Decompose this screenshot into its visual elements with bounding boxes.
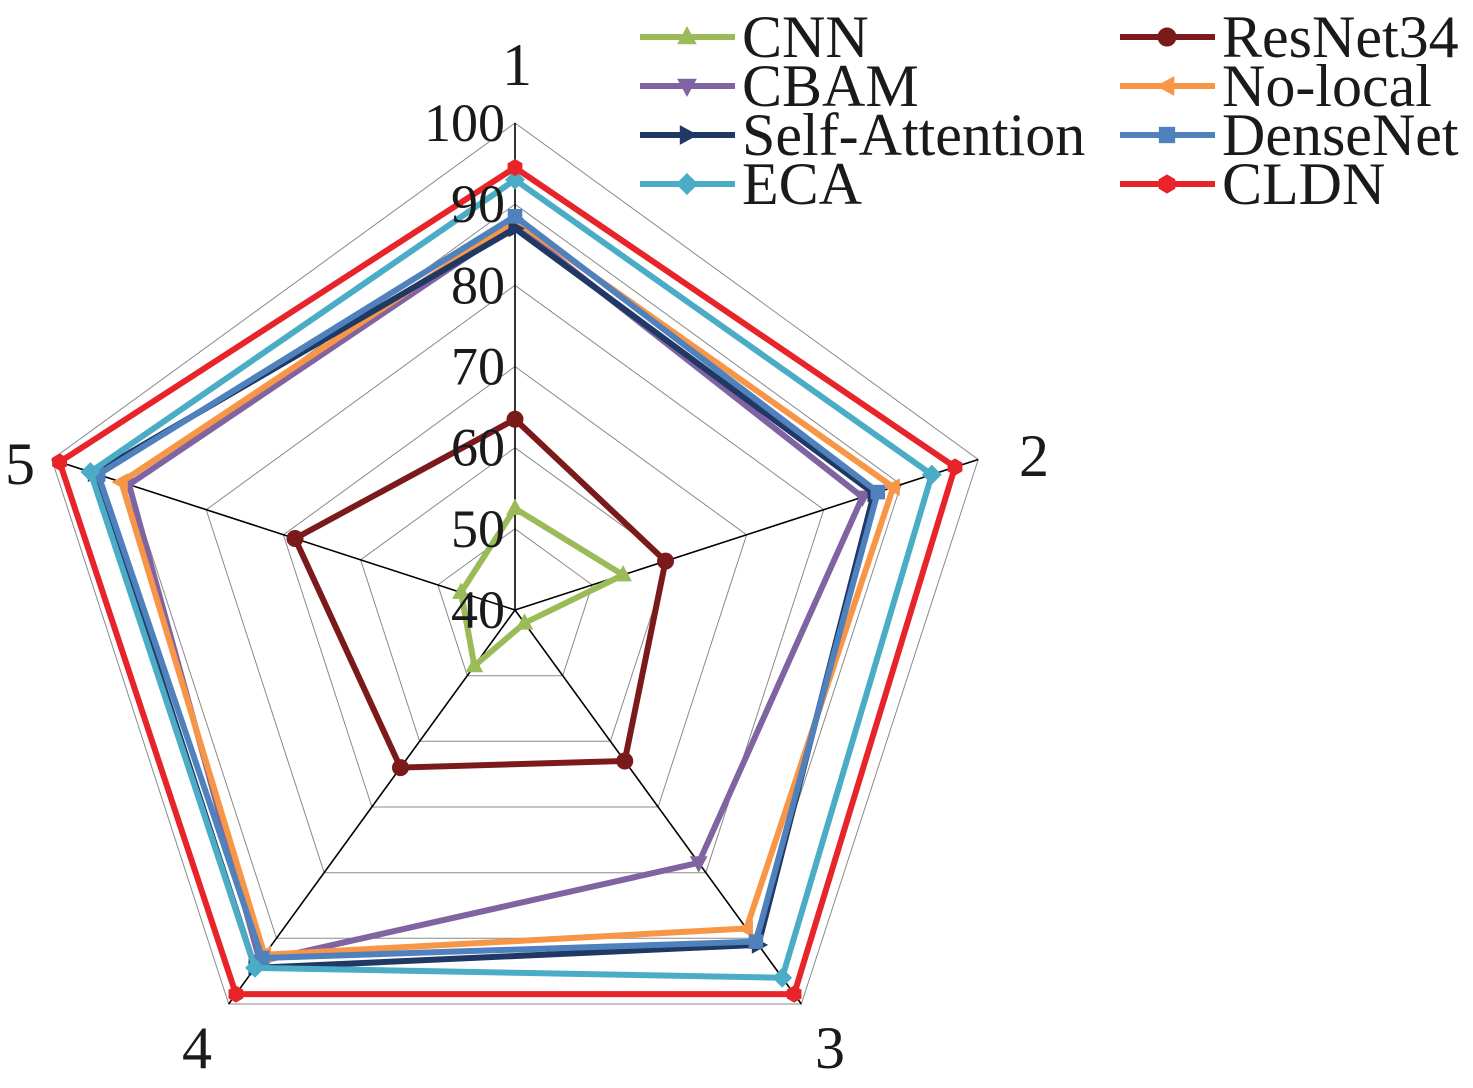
data-point-marker <box>452 582 470 599</box>
data-point-marker <box>391 759 409 777</box>
grid-ring <box>282 365 748 808</box>
series-cldn <box>52 159 963 1003</box>
data-point-marker <box>507 209 523 224</box>
data-point-marker <box>736 919 753 938</box>
axis-labels: 1 2 3 4 5 <box>5 32 1049 1081</box>
legend-label: CNN <box>742 4 869 70</box>
radial-tick-label: 100 <box>424 93 505 153</box>
data-point-marker <box>1156 76 1175 96</box>
data-point-marker <box>508 219 525 238</box>
data-point-marker <box>883 478 900 496</box>
data-point-marker <box>677 78 697 97</box>
legend-label: CLDN <box>1222 151 1385 217</box>
axis-spoke <box>228 609 516 1005</box>
legend-label: CBAM <box>742 53 919 119</box>
axis-label-1: 1 <box>502 32 532 98</box>
legend-label: ECA <box>742 151 862 217</box>
series-line <box>125 220 867 965</box>
data-point-marker <box>52 453 67 471</box>
legend-label: No-local <box>1222 53 1432 119</box>
legend-entry: CNN <box>640 4 869 70</box>
data-point-marker <box>748 934 764 949</box>
axis-label-2: 2 <box>1019 423 1049 489</box>
radial-tick-label: 90 <box>451 174 505 234</box>
data-point-marker <box>515 613 534 630</box>
series-line <box>117 216 897 958</box>
data-point-marker <box>1157 27 1177 47</box>
data-point-marker <box>286 530 304 548</box>
data-point-marker <box>254 950 270 966</box>
legend-entry: CLDN <box>1120 151 1385 217</box>
data-point-marker <box>679 125 698 145</box>
grid-ring <box>437 528 593 677</box>
data-point-marker <box>947 458 963 476</box>
series-line <box>56 164 959 998</box>
data-point-marker <box>616 752 634 770</box>
legend-entry: No-local <box>1120 53 1432 119</box>
axis-label-4: 4 <box>182 1015 212 1081</box>
series-densenet <box>90 209 886 966</box>
axis-label-3: 3 <box>815 1015 845 1081</box>
data-point-marker <box>80 462 101 482</box>
radial-tick-label: 50 <box>451 499 505 559</box>
data-point-marker <box>111 473 128 491</box>
legend-entry: CBAM <box>640 53 919 119</box>
legend-label: DenseNet <box>1222 102 1459 168</box>
legend-entry: DenseNet <box>1120 102 1459 168</box>
series-line <box>94 212 882 962</box>
data-point-marker <box>853 490 872 507</box>
radial-tick-label: 70 <box>451 337 505 397</box>
data-point-marker <box>465 655 484 673</box>
legend-entry: ECA <box>640 151 862 217</box>
grid-ring <box>51 122 979 1005</box>
legend-label: ResNet34 <box>1222 4 1459 70</box>
axis-label-5: 5 <box>5 431 35 497</box>
data-point-marker <box>786 985 802 1003</box>
series-eca <box>80 169 942 988</box>
legend-entry: Self-Attention <box>640 102 1085 168</box>
radar-series <box>52 159 963 1003</box>
data-point-marker <box>1158 174 1176 194</box>
legend-entry: ResNet34 <box>1120 4 1459 70</box>
data-point-marker <box>228 985 244 1003</box>
legend-label: Self-Attention <box>742 102 1085 168</box>
data-point-marker <box>506 410 524 428</box>
data-point-marker <box>870 484 886 500</box>
series-line <box>86 176 936 981</box>
radar-spokes <box>51 123 979 1005</box>
series-cnn <box>452 498 632 673</box>
radial-tick-label: 60 <box>451 418 505 478</box>
data-point-marker <box>1158 126 1176 144</box>
data-point-marker <box>772 967 793 988</box>
series-line <box>291 415 669 771</box>
axis-spoke <box>514 458 979 611</box>
data-point-marker <box>689 856 708 873</box>
data-point-marker <box>245 957 265 978</box>
data-point-marker <box>675 172 699 196</box>
data-point-marker <box>506 498 524 515</box>
data-point-marker <box>657 552 675 570</box>
series-line <box>457 504 630 672</box>
series-resnet34 <box>286 410 675 777</box>
radial-tick-label: 80 <box>451 255 505 315</box>
data-point-marker <box>507 159 523 177</box>
data-point-marker <box>921 464 942 485</box>
radial-tick-labels: 40 50 60 70 80 90 100 <box>424 93 505 640</box>
data-point-marker <box>505 169 525 190</box>
data-point-marker <box>614 565 632 582</box>
radial-tick-label: 40 <box>451 580 505 640</box>
grid-ring <box>205 284 825 874</box>
data-point-marker <box>677 26 697 45</box>
